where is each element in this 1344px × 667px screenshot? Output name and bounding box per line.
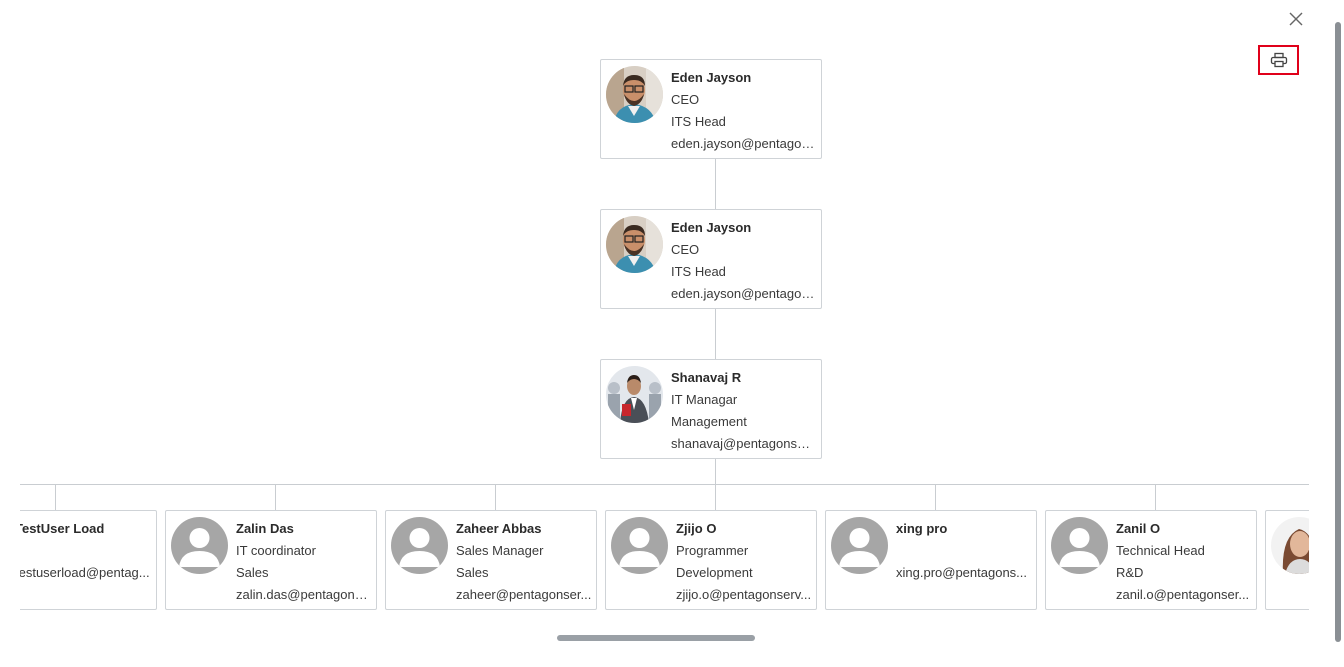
card-title: CEO	[671, 242, 700, 257]
connector-line	[1155, 484, 1156, 510]
card-name: xing pro	[896, 521, 948, 536]
vertical-scrollbar-thumb[interactable]	[1335, 22, 1341, 642]
card-department: Management	[671, 414, 747, 429]
avatar	[391, 517, 448, 574]
org-card-ceo[interactable]: Eden Jayson CEO ITS Head eden.jayson@pen…	[600, 59, 822, 159]
card-name: Zaheer Abbas	[456, 521, 542, 536]
avatar	[611, 517, 668, 574]
card-department: Sales	[456, 565, 489, 580]
avatar	[831, 517, 888, 574]
card-title: Technical Head	[1116, 543, 1205, 558]
avatar	[606, 216, 663, 273]
org-card-report[interactable]: xing pro xing.pro@pentagons...	[825, 510, 1037, 610]
close-button[interactable]	[1286, 9, 1306, 29]
card-department: ITS Head	[671, 264, 726, 279]
org-card-ceo-2[interactable]: Eden Jayson CEO ITS Head eden.jayson@pen…	[600, 209, 822, 309]
connector-line	[55, 484, 56, 510]
connector-line	[935, 484, 936, 510]
print-button[interactable]	[1258, 45, 1299, 75]
card-department: Development	[676, 565, 753, 580]
org-chart-viewport[interactable]: Eden Jayson CEO ITS Head eden.jayson@pen…	[20, 0, 1309, 625]
org-card-it-manager[interactable]: Shanavaj R IT Managar Management shanava…	[600, 359, 822, 459]
card-title: CEO	[671, 92, 700, 107]
card-name: Zjijo O	[676, 521, 717, 536]
connector-line	[715, 309, 716, 359]
avatar	[171, 517, 228, 574]
card-department: R&D	[1116, 565, 1144, 580]
card-title: IT Managar	[671, 392, 738, 407]
vertical-scrollbar[interactable]	[1335, 22, 1341, 642]
avatar	[606, 366, 663, 423]
card-email: testuserload@pentag...	[20, 565, 150, 580]
card-email: zalin.das@pentagons...	[236, 587, 372, 602]
card-department: ITS Head	[671, 114, 726, 129]
org-card-report[interactable]: Zanil O Technical Head R&D zanil.o@penta…	[1045, 510, 1257, 610]
connector-line	[275, 484, 276, 510]
card-email: zjijo.o@pentagonserv...	[676, 587, 812, 602]
connector-line	[715, 484, 716, 510]
org-card-report[interactable]: Zaheer Abbas Sales Manager Sales zaheer@…	[385, 510, 597, 610]
card-email: zaheer@pentagonser...	[456, 587, 592, 602]
printer-icon	[1270, 52, 1287, 68]
card-department: Sales	[236, 565, 269, 580]
connector-line	[715, 159, 716, 209]
card-email: zanil.o@pentagonser...	[1116, 587, 1250, 602]
card-email: shanavaj@pentagonser...	[671, 436, 817, 451]
card-email: xing.pro@pentagons...	[896, 565, 1028, 580]
card-title	[20, 540, 152, 562]
card-name: Zanil O	[1116, 521, 1161, 536]
connector-line	[20, 484, 1309, 485]
connector-line	[715, 459, 716, 484]
org-card-report[interactable]: Zjijo O Programmer Development zjijo.o@p…	[605, 510, 817, 610]
card-title: Programmer	[676, 543, 749, 558]
card-name: Zalin Das	[236, 521, 294, 536]
card-title: IT coordinator	[236, 543, 316, 558]
avatar	[1271, 517, 1309, 574]
card-name: Eden Jayson	[671, 70, 752, 85]
card-name: TestUser Load	[20, 521, 105, 536]
card-email: eden.jayson@pentagon...	[671, 286, 817, 301]
card-name: Eden Jayson	[671, 220, 752, 235]
org-card-report[interactable]: TestUser Load testuserload@pentag...	[20, 510, 157, 610]
card-title: Sales Manager	[456, 543, 544, 558]
avatar	[606, 66, 663, 123]
avatar	[1051, 517, 1108, 574]
close-icon	[1289, 12, 1303, 26]
connector-line	[495, 484, 496, 510]
horizontal-scrollbar[interactable]	[557, 635, 755, 641]
card-name: Shanavaj R	[671, 370, 742, 385]
org-card-report[interactable]: Zalin Das IT coordinator Sales zalin.das…	[165, 510, 377, 610]
card-email: eden.jayson@pentagon...	[671, 136, 817, 151]
org-card-report[interactable]	[1265, 510, 1309, 610]
card-title	[896, 540, 1032, 562]
